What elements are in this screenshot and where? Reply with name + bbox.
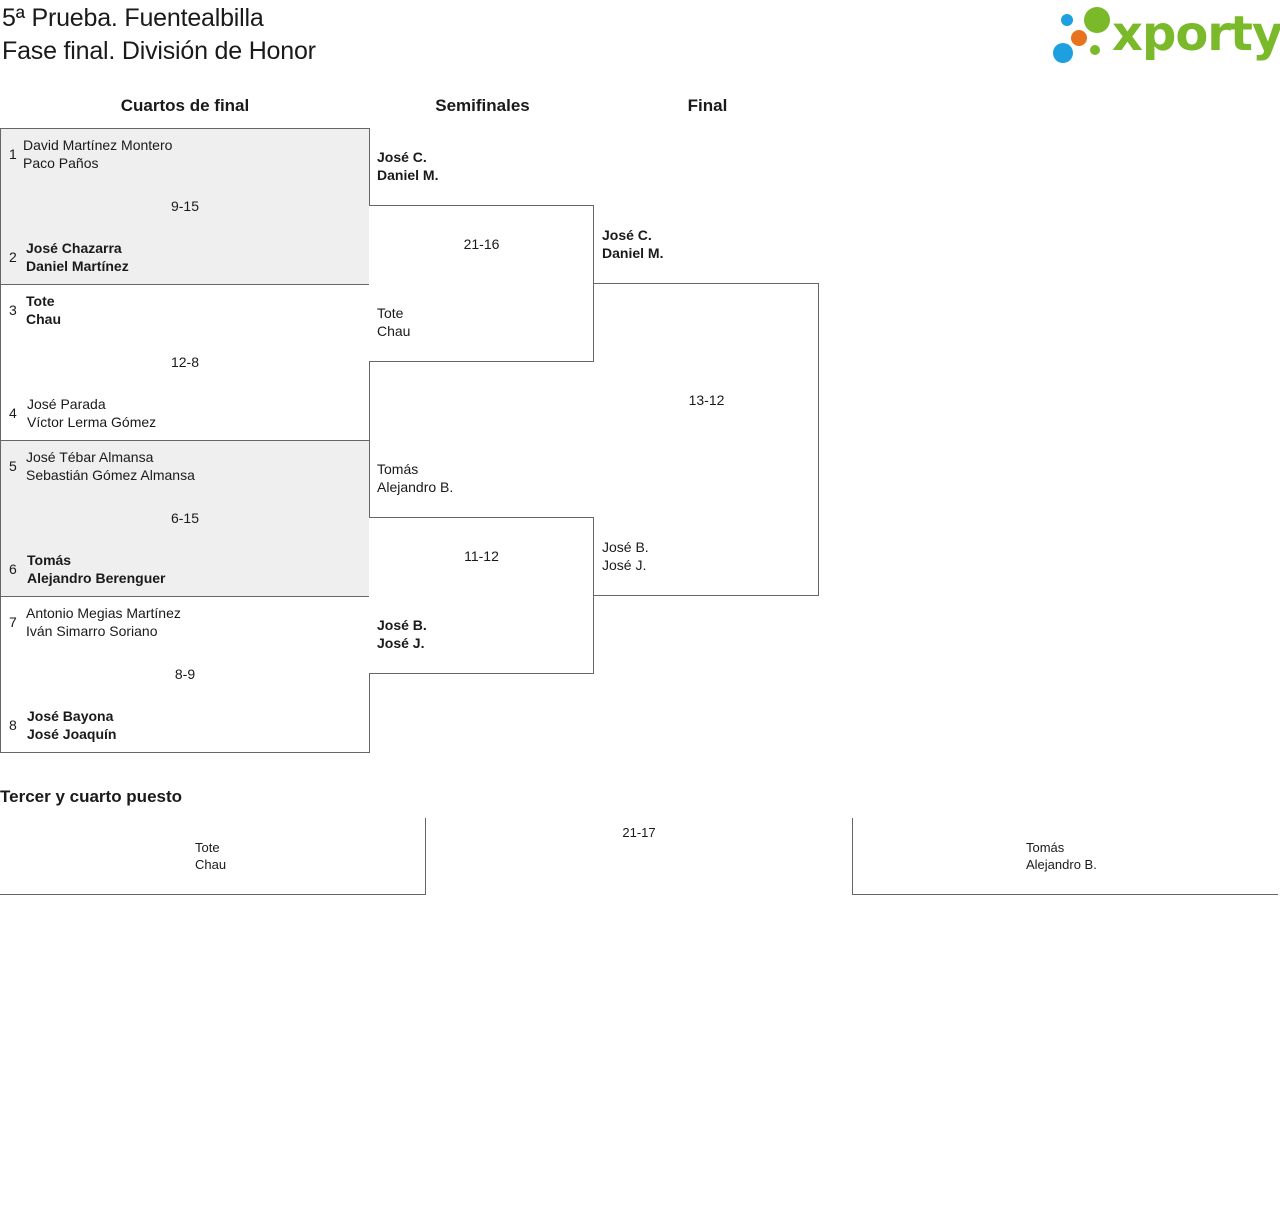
final-team-bottom: José B. José J. [602, 538, 649, 574]
player-name: José C. [377, 149, 427, 165]
semifinal-2-score: 11-12 [464, 548, 499, 564]
team-entry: José Parada Víctor Lerma Gómez [27, 395, 156, 431]
logo-wordmark: xporty [1112, 6, 1280, 62]
bronze-match-title: Tercer y cuarto puesto [0, 787, 183, 806]
player-name: Antonio Megias Martínez [26, 605, 181, 621]
player-name: Chau [195, 857, 227, 872]
player-name: Paco Paños [23, 155, 99, 171]
seed-number: 8 [9, 717, 17, 733]
seed-number: 2 [9, 249, 17, 265]
player-name: José Bayona [27, 708, 114, 724]
player-name: Tote [26, 293, 55, 309]
player-name: José B. [602, 539, 649, 555]
player-name: Iván Simarro Soriano [26, 623, 158, 639]
player-name: Tote [377, 305, 404, 321]
quarterfinal-match-4: 7 Antonio Megias Martínez Iván Simarro S… [0, 596, 370, 753]
quarterfinal-match-1: 1 David Martínez Montero Paco Paños 9-15… [0, 128, 370, 285]
team-entry-winner: Tote Chau [26, 292, 61, 328]
quarterfinal-match-3: 5 José Tébar Almansa Sebastián Gómez Alm… [0, 440, 370, 597]
bronze-divider-right [852, 818, 853, 895]
player-name: José J. [602, 557, 647, 573]
player-name: Tomás [377, 461, 419, 477]
round-heading-final: Final [687, 96, 728, 115]
player-name: Víctor Lerma Gómez [27, 414, 157, 430]
player-name: Tote [195, 840, 220, 855]
player-name: José B. [377, 617, 427, 633]
semifinal-1-score: 21-16 [463, 236, 500, 252]
team-entry: Antonio Megias Martínez Iván Simarro Sor… [26, 604, 181, 640]
player-name: Tomás [27, 552, 72, 568]
semifinal-2-team-bottom-winner: José B. José J. [377, 616, 427, 652]
bronze-team-left: Tote Chau [195, 839, 226, 873]
player-name: José Tébar Almansa [26, 449, 154, 465]
match-score: 12-8 [170, 354, 200, 370]
bronze-team-right: Tomás Alejandro B. [1026, 839, 1097, 873]
player-name: Daniel M. [377, 167, 439, 183]
player-name: David Martínez Montero [23, 137, 173, 153]
seed-number: 4 [9, 405, 17, 421]
player-name: Sebastián Gómez Almansa [26, 467, 195, 483]
team-entry-winner: José Chazarra Daniel Martínez [26, 239, 129, 275]
bronze-score: 21-17 [622, 825, 656, 840]
final-team-top-winner: José C. Daniel M. [602, 226, 663, 262]
final-match-bracket [594, 283, 819, 596]
seed-number: 5 [9, 458, 17, 474]
seed-number: 1 [9, 146, 17, 162]
quarterfinal-match-2: 3 Tote Chau 12-8 4 José Parada Víctor Le… [0, 284, 370, 441]
match-score: 9-15 [170, 198, 200, 214]
final-score: 13-12 [688, 392, 725, 408]
xporty-logo: xporty [1050, 4, 1280, 66]
team-entry: José Tébar Almansa Sebastián Gómez Alman… [26, 448, 195, 484]
semifinal-1-team-top-winner: José C. Daniel M. [377, 148, 438, 184]
round-heading-semifinals: Semifinales [435, 96, 530, 115]
player-name: José Chazarra [26, 240, 122, 256]
team-entry-winner: José Bayona José Joaquín [27, 707, 116, 743]
page-title: 5ª Prueba. Fuentealbilla [2, 4, 264, 32]
player-name: Chau [377, 323, 411, 339]
seed-number: 6 [9, 561, 17, 577]
semifinal-2-team-top: Tomás Alejandro B. [377, 460, 453, 496]
bronze-right-underline [852, 894, 1278, 895]
team-entry-winner: Tomás Alejandro Berenguer [27, 551, 165, 587]
match-score: 8-9 [174, 666, 196, 682]
player-name: Alejandro Berenguer [27, 570, 166, 586]
player-name: Alejandro B. [377, 479, 454, 495]
player-name: Tomás [1026, 840, 1065, 855]
player-name: Alejandro B. [1026, 857, 1097, 872]
semifinal-match-1-bracket [369, 205, 594, 362]
seed-number: 7 [9, 614, 17, 630]
team-entry: David Martínez Montero Paco Paños [23, 136, 172, 172]
player-name: Daniel M. [602, 245, 664, 261]
seed-number: 3 [9, 302, 17, 318]
page-subtitle: Fase final. División de Honor [2, 37, 316, 65]
player-name: José Joaquín [27, 726, 117, 742]
bronze-divider-left [425, 818, 426, 895]
player-name: Daniel Martínez [26, 258, 129, 274]
player-name: José J. [377, 635, 425, 651]
semifinal-1-team-bottom: Tote Chau [377, 304, 410, 340]
logo-dots-icon [1053, 7, 1110, 63]
player-name: José Parada [27, 396, 106, 412]
player-name: Chau [26, 311, 61, 327]
semifinal-match-2-bracket [369, 517, 594, 674]
player-name: José C. [602, 227, 652, 243]
bronze-left-underline [0, 894, 426, 895]
match-score: 6-15 [170, 510, 200, 526]
round-heading-quarterfinals: Cuartos de final [120, 96, 250, 115]
